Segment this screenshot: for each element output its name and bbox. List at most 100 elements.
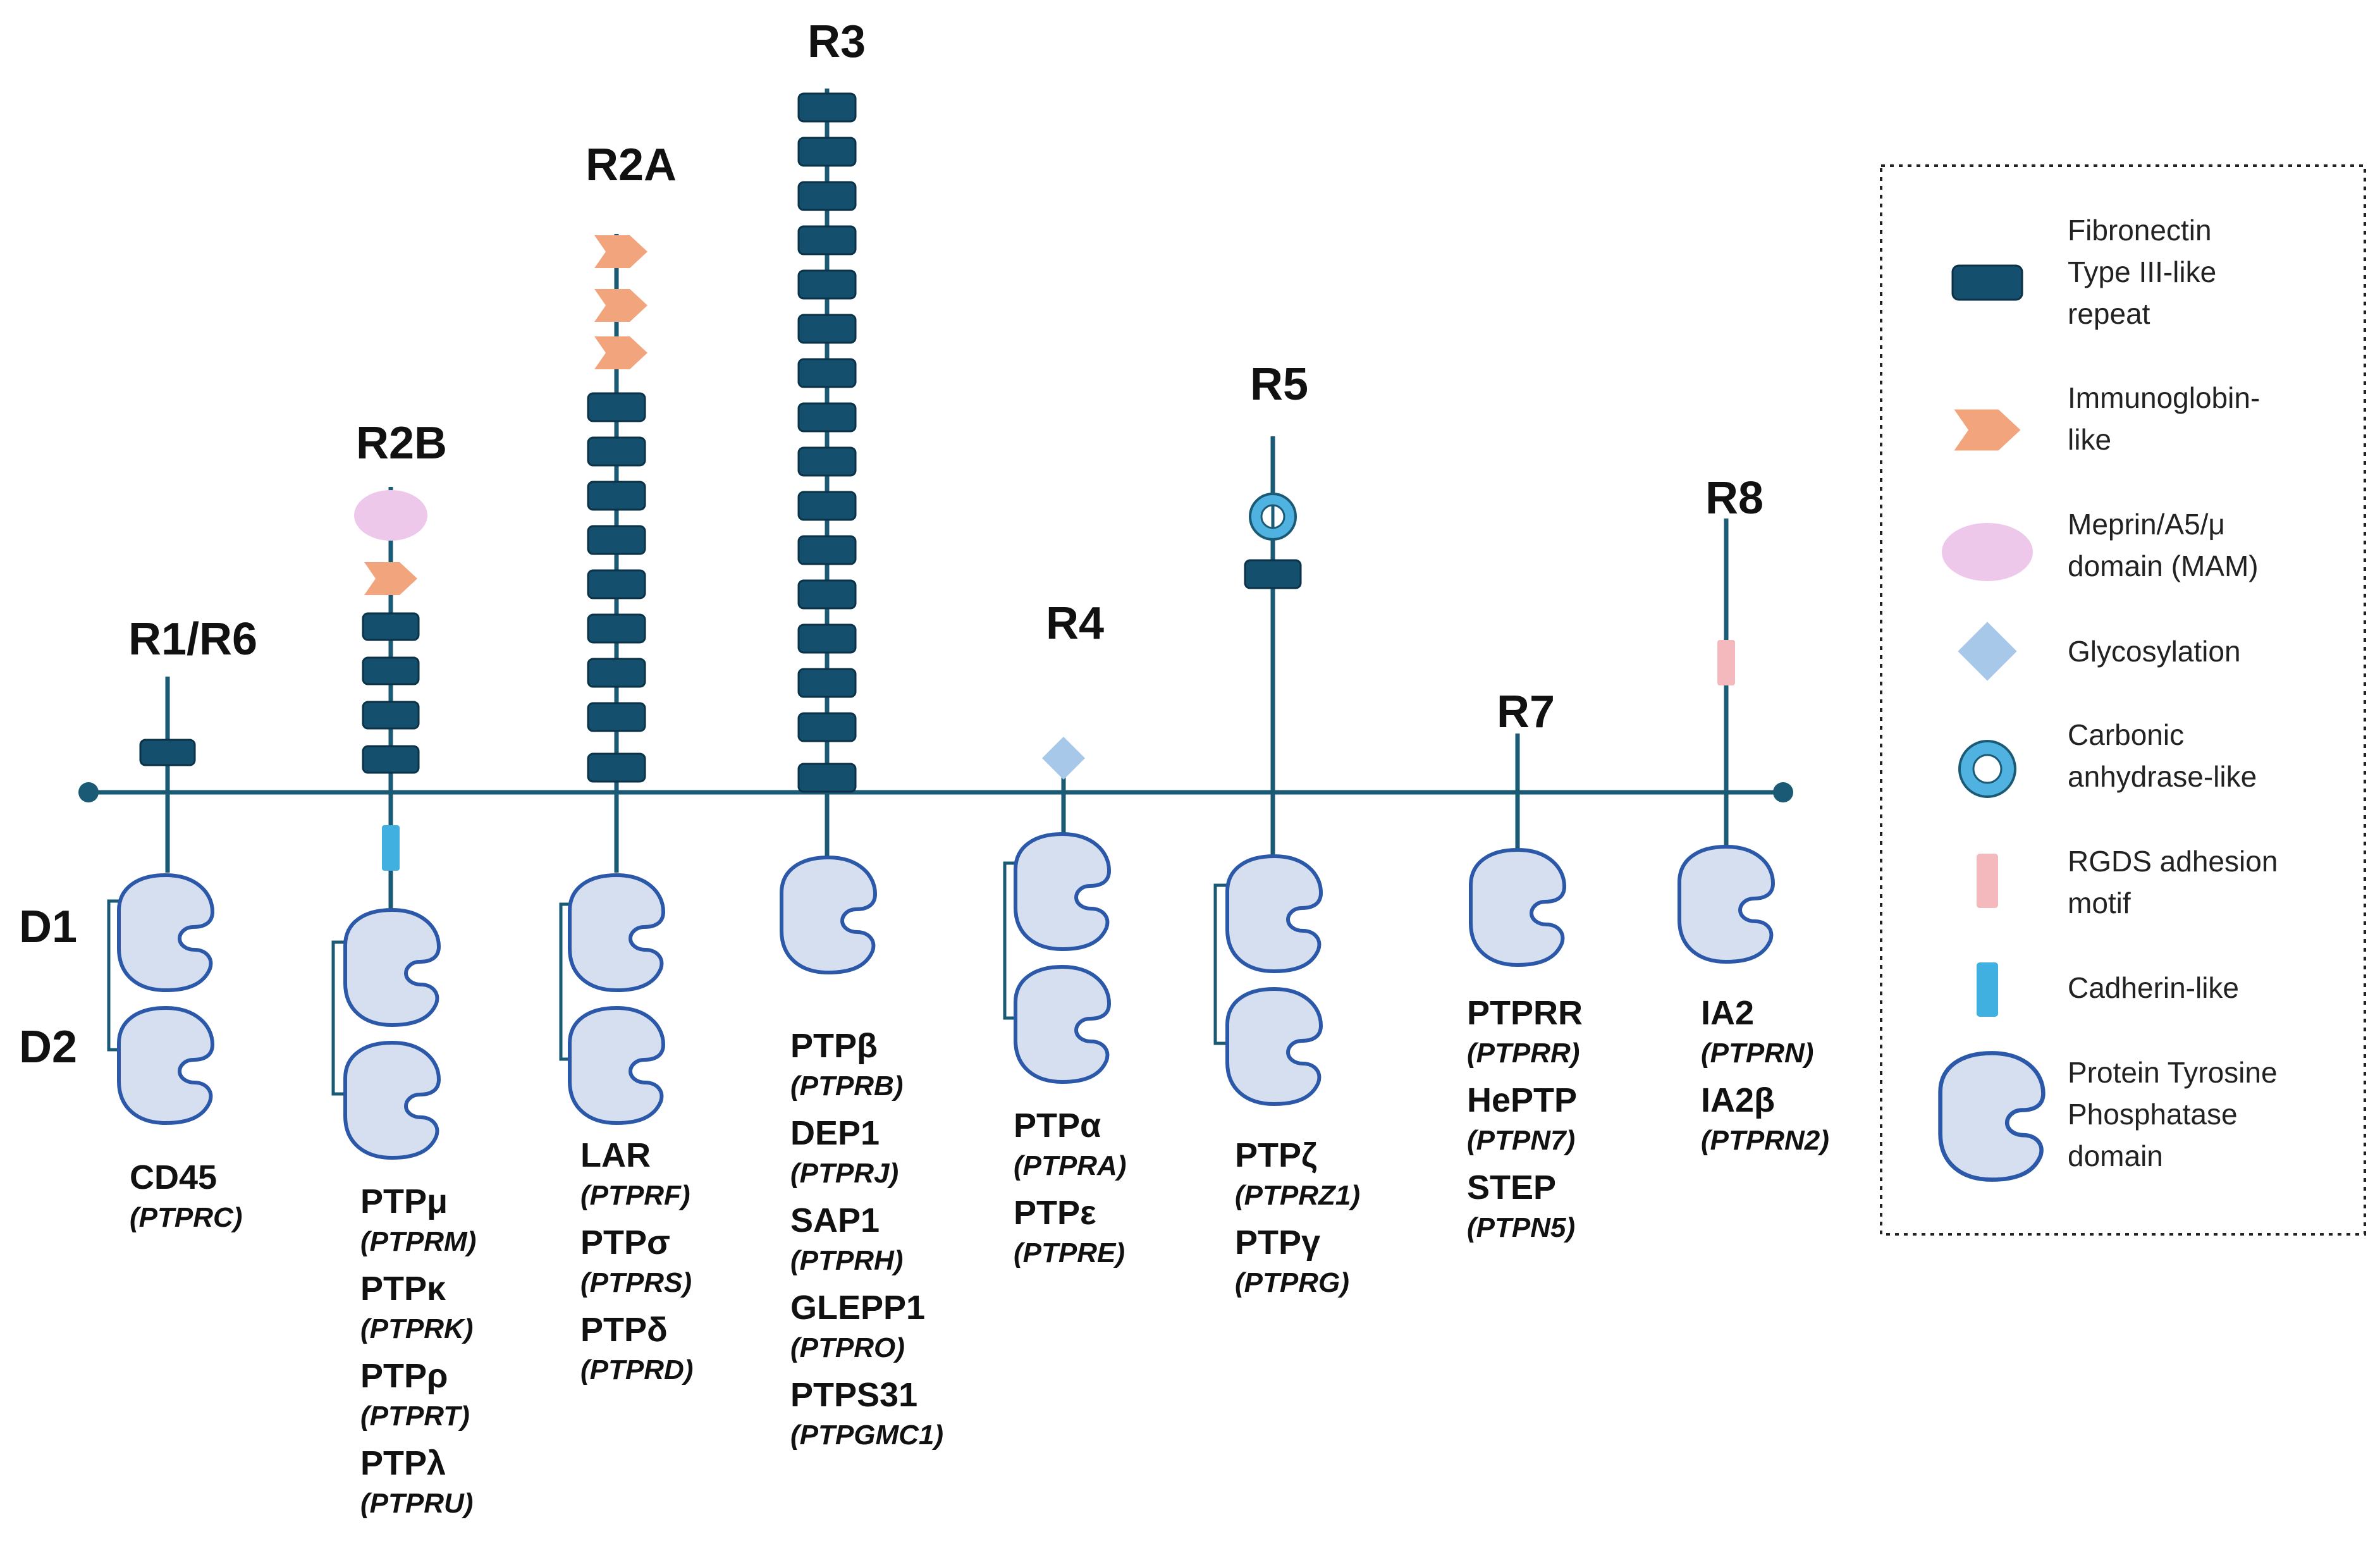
legend-label: Phosphatase (2068, 1098, 2238, 1131)
legend-label: motif (2068, 887, 2131, 919)
gene-name: (PTPRB) (790, 1071, 903, 1102)
ig-like-domain (594, 235, 647, 268)
protein-name: PTPσ (580, 1224, 670, 1262)
ptp-domain-d1 (119, 875, 212, 990)
protein-name: PTPβ (790, 1027, 878, 1065)
receptor-r8 (1679, 519, 1773, 962)
gene-name: (PTPRH) (790, 1245, 903, 1276)
ptp-domain-icon (1941, 1053, 2044, 1179)
gene-name: (PTPRU) (360, 1488, 473, 1519)
ptp-domain-d2 (1015, 967, 1109, 1082)
legend-label: anhydrase-like (2068, 760, 2257, 793)
fibronectin-repeat (362, 701, 420, 730)
gene-name: (PTPRK) (360, 1313, 473, 1344)
cadherin-icon (1977, 962, 1998, 1017)
protein-name: GLEPP1 (790, 1289, 925, 1327)
gene-name: (PTPRZ1) (1235, 1180, 1360, 1211)
legend-label: Carbonic (2068, 718, 2184, 751)
receptor-r1r6 (107, 677, 212, 1123)
ig-like-domain (594, 336, 647, 369)
protein-name: SAP1 (790, 1201, 880, 1239)
fibronectin-repeat (362, 745, 420, 774)
mam-domain-icon (1942, 523, 2033, 581)
ptp-domain-d1 (570, 875, 663, 990)
protein-name: PTPα (1014, 1107, 1101, 1145)
domain-label-d2: D2 (19, 1022, 77, 1072)
group-label-r2b: R2B (356, 418, 447, 469)
receptor-r2b (331, 487, 439, 1158)
group-label-r7: R7 (1497, 687, 1555, 737)
ptp-domain-d1 (1227, 856, 1321, 971)
protein-name: STEP (1467, 1169, 1556, 1206)
ptp-domain-d1 (345, 910, 439, 1025)
ig-like-domain (594, 289, 647, 322)
gene-name: (PTPRM) (360, 1226, 476, 1257)
gene-name: (PTPRN) (1701, 1038, 1813, 1069)
ig-like-domain (364, 562, 417, 595)
fibronectin-repeat (139, 739, 196, 766)
mam-domain (354, 490, 427, 541)
receptor-r2a (559, 234, 663, 1123)
gene-name: (PTPRG) (1235, 1267, 1349, 1298)
fibronectin-icon (1951, 264, 2023, 301)
gene-name: (PTPRJ) (790, 1158, 899, 1189)
gene-name: (PTPRN2) (1701, 1125, 1829, 1156)
gene-name: (PTPRF) (580, 1180, 690, 1211)
gene-name: (PTPRA) (1014, 1150, 1126, 1181)
receptor-r3 (782, 89, 875, 973)
gene-name: (PTPRT) (360, 1401, 470, 1432)
gene-name: (PTPN7) (1467, 1125, 1575, 1156)
legend-label: Cadherin-like (2068, 971, 2239, 1004)
domain-label-d1: D1 (19, 902, 77, 952)
protein-name: PTPκ (360, 1270, 446, 1308)
gene-name: (PTPN5) (1467, 1212, 1575, 1243)
fibronectin-repeat (1244, 559, 1302, 589)
protein-name: PTPλ (360, 1444, 446, 1482)
gene-name: (PTPRC) (130, 1202, 242, 1233)
ptp-domain-d1 (1679, 847, 1773, 962)
protein-name: PTPμ (360, 1182, 448, 1220)
legend-label: Fibronectin (2068, 214, 2212, 247)
gene-name: (PTPRE) (1014, 1237, 1125, 1268)
legend-border (1880, 164, 2366, 1236)
protein-name: PTPRR (1467, 994, 1583, 1032)
group-label-r3: R3 (807, 16, 866, 67)
protein-name: PTPS31 (790, 1376, 917, 1414)
group-label-r1r6: R1/R6 (128, 614, 257, 665)
legend-label: Immunoglobin- (2068, 381, 2260, 414)
ptp-domain-d2 (345, 1043, 439, 1158)
receptor-r5 (1213, 436, 1321, 1104)
ptp-domain-d1 (1471, 850, 1564, 965)
legend-label: Type III-like (2068, 255, 2216, 288)
protein-name: IA2β (1701, 1081, 1775, 1119)
protein-name: PTPζ (1235, 1136, 1317, 1174)
protein-name: IA2 (1701, 994, 1754, 1032)
ptp-domain-d2 (1227, 989, 1321, 1104)
fibronectin-repeat (362, 656, 420, 685)
protein-name: CD45 (130, 1158, 217, 1196)
gene-name: (PTPRS) (580, 1267, 692, 1298)
ptp-domain-d1 (782, 857, 875, 973)
ptp-domain-d1 (1015, 834, 1109, 949)
gene-name: (PTPGMC1) (790, 1420, 943, 1451)
legend-label: Glycosylation (2068, 635, 2241, 668)
legend-label: Meprin/A5/μ (2068, 508, 2225, 541)
group-label-r2a: R2A (586, 140, 677, 190)
legend-label: repeat (2068, 297, 2150, 330)
fibronectin-repeat (362, 612, 420, 641)
legend-label: domain (2068, 1139, 2163, 1172)
rgds-motif-icon (1977, 854, 1998, 908)
legend-label: RGDS adhesion (2068, 845, 2278, 878)
cadherin-like-region (382, 825, 400, 871)
protein-name: PTPε (1014, 1194, 1096, 1232)
protein-name: LAR (580, 1136, 651, 1174)
glycosylation-icon (1958, 622, 2017, 681)
gene-name: (PTPRR) (1467, 1038, 1580, 1069)
cell-membrane (78, 782, 1793, 802)
group-label-r8: R8 (1705, 473, 1764, 524)
legend: Fibronectin Type III-like repeat Immunog… (1880, 164, 2366, 1236)
protein-name: PTPδ (580, 1311, 668, 1349)
receptor-r4 (1003, 737, 1109, 1082)
ptp-domain-d2 (570, 1008, 663, 1123)
